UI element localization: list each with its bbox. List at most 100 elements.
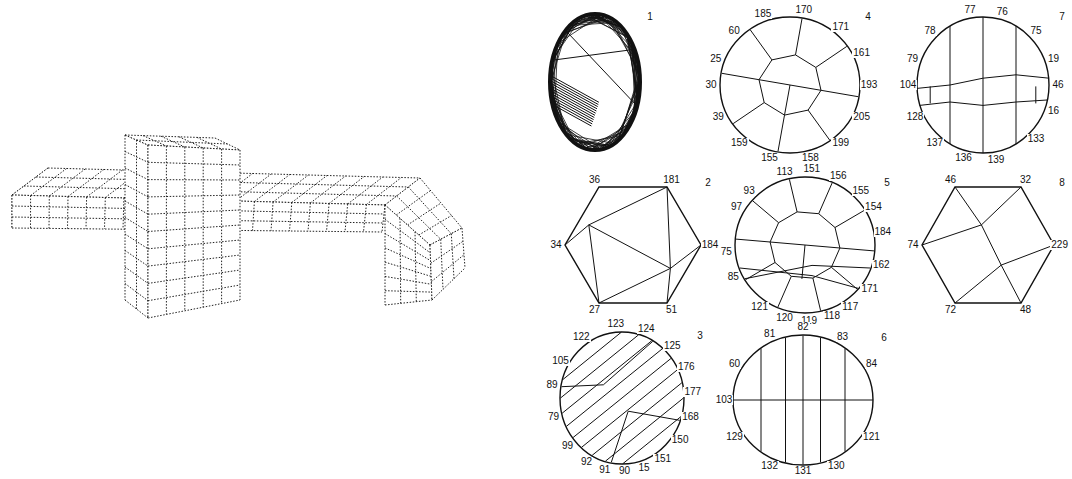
mesh-edge: [637, 84, 639, 101]
node-number: 27: [588, 305, 601, 315]
node-number: 199: [831, 138, 850, 148]
mesh-edge: [589, 225, 599, 303]
mesh-edge: [601, 17, 635, 55]
node-number: 15: [637, 463, 650, 473]
mesh-edge: [575, 140, 606, 146]
mesh-edge: [605, 112, 634, 146]
mesh-edge: [750, 30, 772, 60]
mesh-edge: [552, 92, 595, 116]
node-number: 123: [607, 319, 626, 329]
mesh-edge: [955, 187, 1021, 225]
mesh-edge: [770, 212, 840, 278]
mesh-edge: [562, 341, 652, 414]
node-number: 78: [923, 26, 936, 36]
node-number: 155: [760, 153, 779, 163]
mesh-edge: [983, 17, 984, 153]
mesh-edge: [745, 265, 870, 278]
node-number: 104: [899, 80, 918, 90]
node-number: 5: [883, 178, 891, 188]
node-number: 46: [1051, 80, 1064, 90]
mesh-edge: [733, 400, 873, 401]
mesh-edge: [554, 106, 591, 127]
mesh-edge: [554, 27, 571, 59]
mesh-edge: [554, 103, 593, 124]
section-outline: [720, 17, 860, 153]
node-number: 4: [864, 12, 872, 22]
mesh-edge: [575, 21, 612, 24]
node-number: 75: [1030, 26, 1043, 36]
node-number: 193: [860, 80, 879, 90]
mesh-edge: [593, 130, 625, 148]
node-number: 155: [852, 186, 871, 196]
node-number: 229: [1050, 240, 1069, 250]
mesh-edge: [785, 85, 791, 115]
mesh-edge: [950, 26, 951, 144]
node-number: 154: [864, 202, 883, 212]
node-number: 176: [677, 362, 696, 372]
node-number: 205: [852, 112, 871, 122]
mesh-edge: [736, 239, 770, 242]
section-outline: [922, 187, 1054, 303]
node-number: 121: [750, 302, 769, 312]
mesh-edge: [733, 103, 764, 124]
node-number: 139: [987, 155, 1006, 165]
mesh-edge: [560, 335, 638, 398]
node-number: 150: [671, 435, 690, 445]
node-number: 156: [829, 171, 848, 181]
mesh-edge: [759, 55, 821, 115]
mesh-edge: [813, 278, 821, 311]
node-number: 93: [743, 186, 756, 196]
node-number: 121: [862, 432, 881, 442]
mesh-edge: [753, 201, 779, 223]
node-number: 48: [1019, 305, 1032, 315]
mesh-edge: [603, 17, 633, 48]
mesh-edge: [611, 20, 638, 70]
section-outline: [550, 14, 640, 150]
mesh-edge: [592, 383, 682, 456]
node-number: 8: [1058, 178, 1066, 188]
mesh-edge: [603, 140, 616, 147]
node-number: 129: [725, 432, 744, 442]
node-number: 185: [754, 9, 773, 19]
mesh-edge: [582, 370, 678, 448]
mesh-edge: [778, 115, 785, 151]
node-number: 113: [776, 167, 794, 177]
face-fill: [385, 205, 432, 305]
node-number: 130: [827, 461, 846, 471]
mesh-edge: [637, 79, 639, 100]
section-outline: [917, 17, 1049, 153]
node-number: 77: [963, 5, 976, 15]
mesh-edge: [778, 276, 791, 307]
mesh-edge: [553, 100, 593, 122]
node-number: 6: [880, 333, 888, 343]
node-number: 60: [728, 359, 741, 369]
node-number: 132: [760, 461, 779, 471]
node-number: 128: [906, 112, 925, 122]
solid-mesh: [12, 135, 465, 318]
face-fill: [430, 228, 465, 300]
node-number: 25: [709, 54, 722, 64]
node-number: 81: [763, 329, 776, 339]
mesh-grid: [385, 205, 432, 305]
node-number: 170: [794, 5, 813, 15]
node-number: 181: [662, 175, 681, 185]
mesh-edge: [561, 16, 600, 41]
node-number: 34: [549, 240, 562, 250]
mesh-edge: [796, 19, 803, 55]
mesh-edge: [1035, 86, 1036, 103]
node-number: 51: [665, 305, 678, 315]
node-number: 159: [730, 138, 749, 148]
node-number: 46: [944, 175, 957, 185]
node-number: 60: [728, 26, 741, 36]
node-number: 118: [823, 311, 841, 321]
mesh-edge: [816, 46, 847, 67]
node-number: 137: [925, 138, 944, 148]
node-number: 85: [727, 272, 740, 282]
node-number: 79: [906, 54, 919, 64]
node-number: 36: [588, 175, 601, 185]
mesh-edge: [552, 87, 596, 112]
mesh-edge: [802, 245, 805, 279]
mesh-edge: [955, 265, 1021, 303]
face-fill: [125, 135, 148, 318]
